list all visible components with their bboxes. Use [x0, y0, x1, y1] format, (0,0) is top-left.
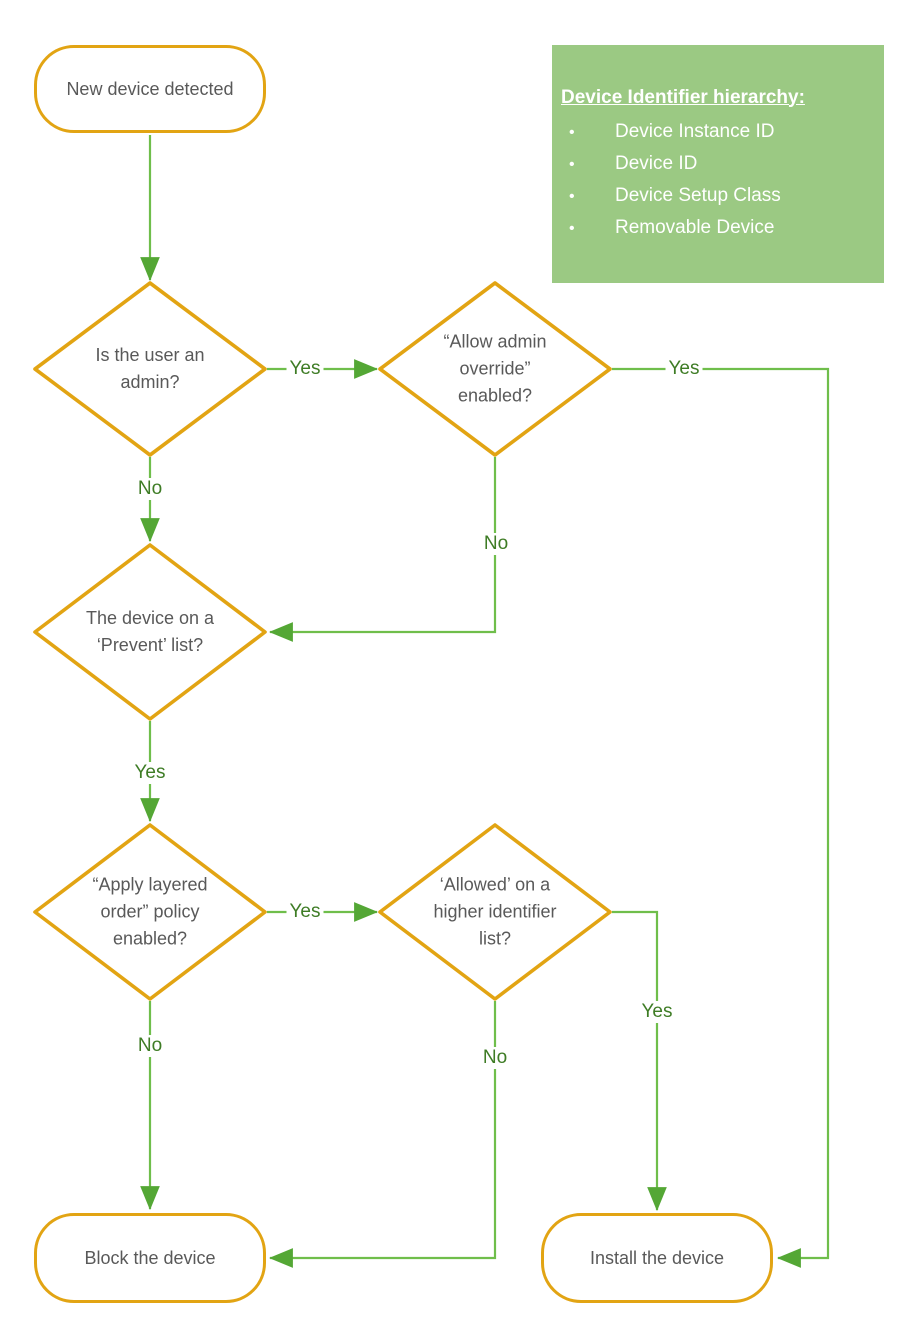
edge-label-allow-override-no: No	[480, 533, 512, 555]
edge-label-prevent-list-yes: Yes	[131, 762, 169, 784]
note-item-label: Device ID	[615, 152, 698, 174]
note-device-identifier-hierarchy: Device Identifier hierarchy: Device Inst…	[552, 45, 884, 283]
bullet-icon	[561, 213, 615, 244]
edge-label-layered-order-yes: Yes	[286, 901, 324, 923]
list-item: Device ID	[561, 148, 884, 180]
decision-allow-override-shape	[378, 281, 612, 457]
list-item: Removable Device	[561, 212, 884, 244]
note-item-label: Device Instance ID	[615, 120, 775, 142]
node-install-device-label: Install the device	[589, 1248, 725, 1268]
edge-allow-override-no-to-prevent-list	[268, 457, 497, 642]
decision-is-admin-shape	[33, 281, 267, 457]
note-item-label: Device Setup Class	[615, 184, 781, 206]
edge-allowed-higher-yes-to-install	[612, 910, 667, 1212]
note-item-label: Removable Device	[615, 216, 775, 238]
decision-prevent-list-shape	[33, 543, 267, 721]
decision-is-admin-label: Is the user an admin?	[95, 345, 205, 392]
decision-layered-order-label: “Apply layered order” policy enabled?	[92, 874, 208, 949]
edge-label-is-admin-no: No	[134, 478, 166, 500]
node-block-device: Block the device	[34, 1213, 266, 1303]
decision-prevent-list-label: The device on a ‘Prevent’ list?	[85, 608, 215, 655]
node-block-device-label: Block the device	[84, 1248, 216, 1268]
node-start: New device detected	[34, 45, 266, 133]
node-start-label: New device detected	[66, 79, 234, 99]
edge-label-allowed-higher-no: No	[479, 1047, 511, 1069]
decision-allowed-higher-label: ‘Allowed’ on a higher identifier list?	[433, 874, 557, 949]
list-item: Device Instance ID	[561, 116, 884, 148]
bullet-icon	[561, 149, 615, 180]
edge-allow-override-yes-to-install	[612, 367, 830, 1268]
decision-allow-override-label: “Allow admin override” enabled?	[443, 331, 547, 406]
note-title: Device Identifier hierarchy:	[561, 86, 805, 108]
edge-label-allowed-higher-yes: Yes	[638, 1001, 676, 1023]
edge-label-is-admin-yes: Yes	[286, 358, 324, 380]
edge-label-allow-override-yes: Yes	[665, 358, 703, 380]
edge-label-layered-order-no: No	[134, 1035, 166, 1057]
list-item: Device Setup Class	[561, 180, 884, 212]
node-install-device: Install the device	[541, 1213, 773, 1303]
bullet-icon	[561, 117, 615, 148]
decision-layered-order-shape	[33, 823, 267, 1001]
decision-allowed-higher-shape	[378, 823, 612, 1001]
bullet-icon	[561, 181, 615, 212]
edge-allowed-higher-no-to-block	[268, 1001, 497, 1268]
